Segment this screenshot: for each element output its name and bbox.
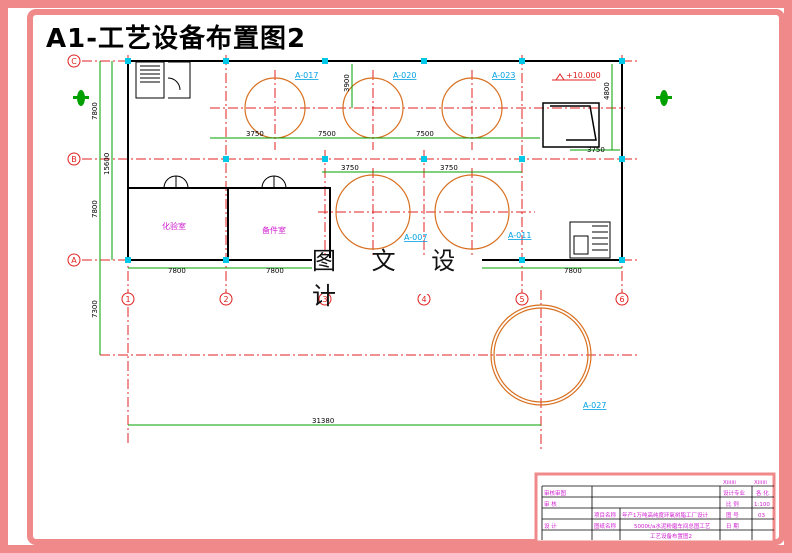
stair-box-2 <box>569 221 611 259</box>
axis-label-a: A <box>71 256 77 265</box>
dim-bay-1: 7800 <box>168 267 186 275</box>
title-block: Xiiiiii Xiiiiii 设计专业 各 化 比 例 1:100 图 号 0… <box>534 472 776 544</box>
tb-r4c2: 03 <box>758 513 765 519</box>
dim-total: 31380 <box>312 417 334 425</box>
axis-label-c: C <box>71 57 77 66</box>
tank-label-a017: A-017 <box>295 71 318 80</box>
inner-border <box>27 9 785 545</box>
room-label-spare: 备件室 <box>262 225 286 235</box>
tank-a011 <box>434 174 510 250</box>
tb-proj-text: 年产1万吨高纯度环氧树脂工厂设计 <box>622 511 709 519</box>
drawing-title: A1-工艺设备布置图2 <box>46 24 307 54</box>
door-2b <box>273 175 287 189</box>
outer-wall <box>127 60 623 261</box>
dim-left-lower: 7800 <box>91 200 99 218</box>
axis-label-6: 6 <box>619 295 624 304</box>
tb-drw-text2: 工艺设备布置图2 <box>650 532 692 540</box>
tank-label-a023: A-023 <box>492 71 515 80</box>
door-2a <box>261 175 275 189</box>
tank-label-a007: A-007 <box>404 233 427 242</box>
room-label-lab: 化验室 <box>162 221 186 231</box>
tb-r2c2: 各 化 <box>756 489 769 497</box>
axis-bubbles-letters <box>67 54 81 267</box>
dim-v-right: 4800 <box>603 82 611 100</box>
tb-left3: 设 计 <box>544 522 557 530</box>
stair-upper-left <box>135 61 191 99</box>
equipment-platform <box>542 102 600 148</box>
tb-left2: 审 核 <box>544 500 557 508</box>
dim-left-upper: 7800 <box>91 102 99 120</box>
dim-top-gap: 3750 <box>246 130 264 138</box>
axis-label-2: 2 <box>223 295 228 304</box>
axis-label-5: 5 <box>519 295 524 304</box>
tank-label-a011: A-011 <box>508 231 531 240</box>
building-walls <box>127 60 623 261</box>
tanks <box>244 77 592 406</box>
tank-label-a020: A-020 <box>393 71 416 80</box>
dim-mid-gap1: 3750 <box>341 164 359 172</box>
tb-r2c1: 设计专业 <box>723 489 746 497</box>
door-1a <box>163 175 177 189</box>
tb-r1c2: Xiiiiii <box>754 480 767 486</box>
tb-drw-label: 图纸名称 <box>594 522 617 530</box>
tb-r1c1: Xiiiiii <box>723 480 736 486</box>
dim-bay-5: 7800 <box>564 267 582 275</box>
axis-label-3: 3 <box>322 295 327 304</box>
dim-span2: 7500 <box>416 130 434 138</box>
tb-r5c1: 日 期 <box>726 523 739 530</box>
elevation-mark: +10.000 <box>552 71 601 81</box>
elevation-label: +10.000 <box>566 71 601 80</box>
watermark-text: 图 文 设 计 <box>312 247 482 310</box>
tb-r3c1: 比 例 <box>726 500 739 508</box>
dim-left-mid: 15600 <box>103 153 111 175</box>
tb-r4c1: 图 号 <box>726 511 739 519</box>
stair-lower-right <box>569 221 611 259</box>
tank-a027 <box>490 304 592 406</box>
dim-right-gap: 3750 <box>587 146 605 154</box>
dim-left-bottom: 7300 <box>91 300 99 318</box>
tank-a007 <box>335 174 411 250</box>
tb-proj-label: 项目名称 <box>594 511 617 519</box>
doors <box>163 175 287 189</box>
dim-mid-gap2: 3750 <box>440 164 458 172</box>
north-arrow-left <box>73 90 89 106</box>
north-arrow-right <box>656 90 672 106</box>
column-markers <box>125 58 625 263</box>
axis-label-1: 1 <box>125 295 130 304</box>
door-1b <box>175 175 189 189</box>
platform-outline <box>550 105 597 141</box>
dim-bay-2: 7800 <box>266 267 284 275</box>
stair-box <box>135 61 165 99</box>
tb-r3c2: 1:100 <box>754 502 770 508</box>
dim-v-top: 3900 <box>343 74 351 92</box>
lab-room-wall <box>128 187 331 258</box>
tank-label-a027: A-027 <box>583 401 606 410</box>
dim-span1: 7500 <box>318 130 336 138</box>
axis-label-4: 4 <box>421 295 426 304</box>
tank-a027-inner <box>493 307 589 403</box>
tb-drw-text: 5000t/a水泥粉磨车间总图工艺 <box>634 522 711 530</box>
tb-left1: 审核审图 <box>544 489 567 497</box>
axis-label-b: B <box>71 155 77 164</box>
platform-rect <box>542 102 600 148</box>
